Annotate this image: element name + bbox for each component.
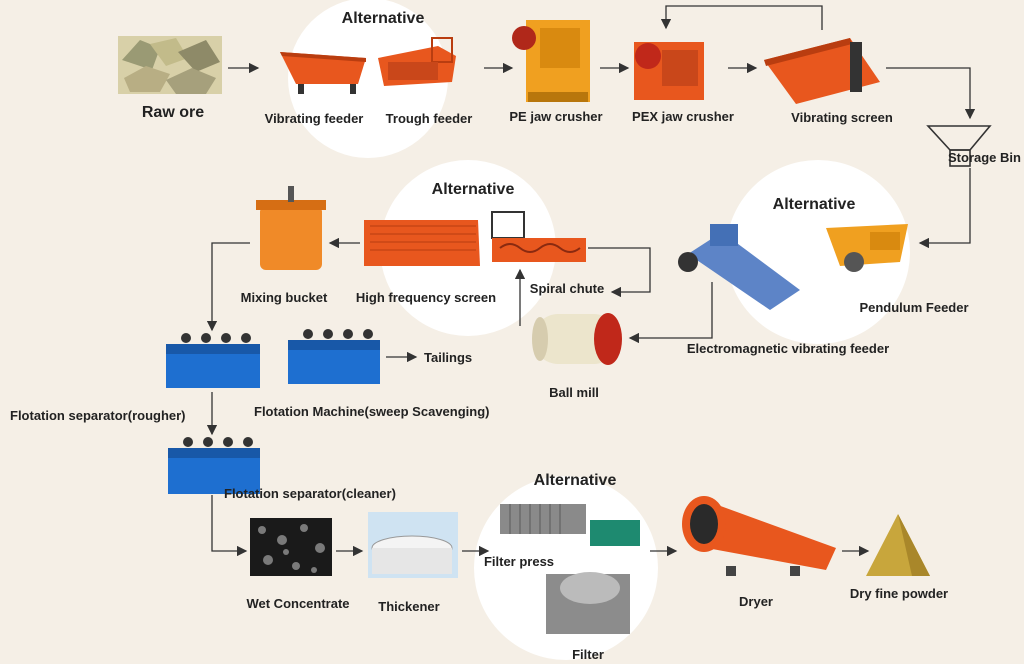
label-vibrating-feeder: Vibrating feeder <box>264 111 364 126</box>
alternative-label-feeders: Alternative <box>341 10 425 27</box>
thickener-image <box>368 512 458 578</box>
dry-fine-powder-image <box>866 514 930 576</box>
pex-jaw-crusher-image <box>634 42 704 100</box>
vibrating-screen-image <box>764 38 880 104</box>
trough-feeder-image <box>378 37 456 86</box>
label-mixing-bucket: Mixing bucket <box>240 290 328 305</box>
pe-jaw-crusher-image <box>512 20 590 102</box>
label-raw-ore: Raw ore <box>141 104 205 121</box>
flotation-rougher-image <box>166 333 260 388</box>
pendulum-feeder-image <box>826 224 908 272</box>
label-spiral-chute: Spiral chute <box>529 281 605 296</box>
filter-press-image <box>500 504 640 546</box>
label-flotation-rougher: Flotation separator(rougher) <box>10 408 186 423</box>
label-tailings: Tailings <box>424 350 473 365</box>
alternative-label-screens: Alternative <box>431 181 515 198</box>
label-flotation-cleaner: Flotation separator(cleaner) <box>224 486 396 501</box>
label-storage-bin: Storage Bin <box>948 150 1021 165</box>
label-thickener: Thickener <box>378 599 440 614</box>
spiral-chute-image <box>491 211 586 262</box>
mixing-bucket-image <box>256 186 326 270</box>
flotation-sweep-image <box>288 329 380 384</box>
label-dryer: Dryer <box>739 594 773 609</box>
label-electromagnetic-vibrating-feeder: Electromagnetic vibrating feeder <box>686 341 890 356</box>
high-frequency-screen-image <box>364 220 480 266</box>
label-dry-fine-powder: Dry fine powder <box>849 586 949 601</box>
label-trough-feeder: Trough feeder <box>385 111 473 126</box>
label-flotation-sweep: Flotation Machine(sweep Scavenging) <box>254 404 490 419</box>
alternative-label-pendulum: Alternative <box>772 196 856 213</box>
label-pex-jaw-crusher: PEX jaw crusher <box>632 109 734 124</box>
label-vibrating-screen: Vibrating screen <box>791 110 893 125</box>
filter-image <box>546 572 630 634</box>
storage-bin-image <box>926 125 992 167</box>
label-wet-concentrate: Wet Concentrate <box>246 596 350 611</box>
ball-mill-image <box>532 313 622 365</box>
label-filter: Filter <box>572 647 604 662</box>
alternative-label-filters: Alternative <box>533 472 617 489</box>
label-ball-mill: Ball mill <box>549 385 599 400</box>
vibrating-feeder-image <box>280 52 366 94</box>
label-pendulum-feeder: Pendulum Feeder <box>859 300 969 315</box>
wet-concentrate-image <box>250 518 332 576</box>
label-pe-jaw-crusher: PE jaw crusher <box>509 109 603 124</box>
electromagnetic-vibrating-feeder-image <box>678 224 800 310</box>
dryer-image <box>682 496 836 576</box>
alternative-highlight-feeders <box>288 0 448 158</box>
flotation-cleaner-image <box>168 437 260 494</box>
raw-ore-image <box>118 36 222 94</box>
flow-connectors <box>206 5 976 557</box>
label-high-frequency-screen: High frequency screen <box>355 290 497 305</box>
label-filter-press: Filter press <box>483 554 555 569</box>
